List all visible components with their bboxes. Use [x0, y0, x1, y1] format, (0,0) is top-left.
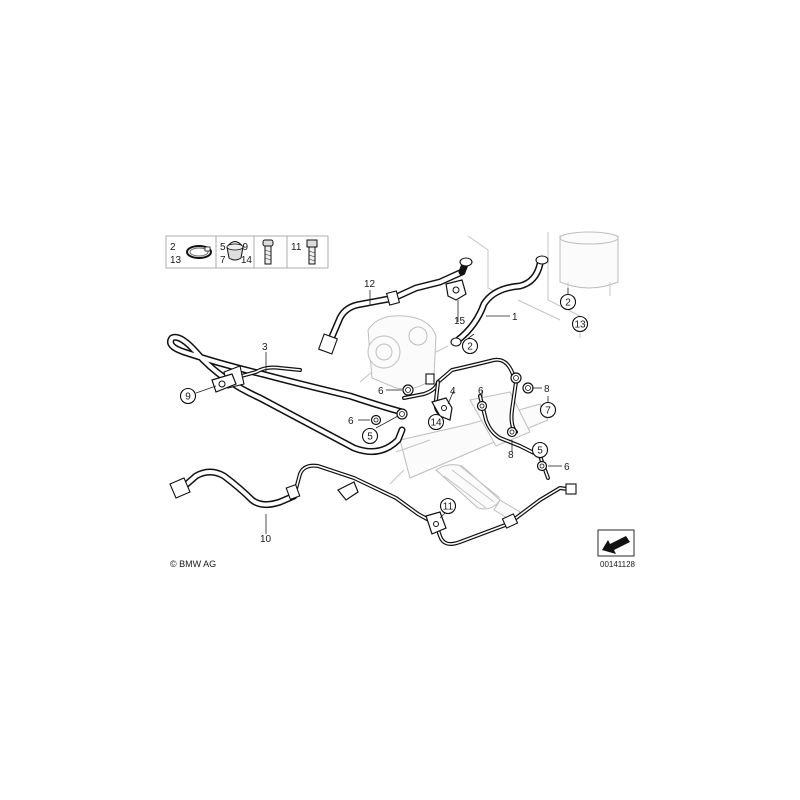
callout-2: 2 — [565, 298, 571, 309]
hex-bolt-icon — [306, 239, 318, 265]
callout-12: 12 — [364, 279, 376, 290]
hose-3 — [167, 333, 406, 456]
legend-number: 9 — [242, 242, 248, 253]
callout-6: 6 — [478, 386, 484, 397]
steering-rack-ghost — [389, 391, 549, 523]
callout-14: 14 — [430, 418, 442, 429]
legend-number: 14 — [241, 255, 253, 266]
bracket-4 — [431, 397, 453, 421]
callout-8: 8 — [508, 450, 514, 461]
callout-11: 11 — [443, 502, 454, 513]
leader-lines — [195, 288, 569, 534]
callout-5: 5 — [367, 432, 373, 443]
bolt-icon — [262, 239, 274, 265]
callout-6: 6 — [564, 462, 570, 473]
legend-number: 5 — [220, 242, 226, 253]
callout-13: 13 — [574, 320, 586, 331]
diagram-number: 00141128 — [600, 560, 636, 569]
bolt-9 — [211, 373, 237, 393]
hose-12 — [317, 257, 473, 355]
legend-number: 11 — [291, 242, 302, 253]
callout-4: 4 — [450, 386, 456, 397]
sealing-washer-icon — [226, 241, 244, 261]
callout-6: 6 — [378, 386, 384, 397]
legend-number: 7 — [220, 255, 226, 266]
callout-6: 6 — [348, 416, 354, 427]
arrow-icon — [597, 529, 635, 557]
callout-7: 7 — [545, 406, 551, 417]
callout-1: 1 — [512, 312, 518, 323]
legend-number: 13 — [170, 255, 182, 266]
legend-box: 2 13 5 7 9 14 11 — [165, 235, 329, 269]
sealing-rings — [370, 372, 548, 472]
callout-5: 5 — [537, 446, 543, 457]
copyright-label: © BMW AG — [170, 559, 216, 569]
callout-8: 8 — [544, 384, 550, 395]
hose-1 — [450, 255, 549, 347]
callout-15: 15 — [454, 316, 466, 327]
reservoir-ghost — [559, 231, 619, 296]
legend-number: 2 — [170, 242, 176, 253]
callouts: 12 15 1 2 2 13 3 9 6 6 5 4 14 6 8 7 8 5 … — [179, 279, 589, 545]
callout-10: 10 — [260, 534, 272, 545]
hose-clamp-icon — [186, 245, 212, 259]
hose-10 — [169, 463, 577, 546]
callout-9: 9 — [185, 392, 191, 403]
pump-ghost — [359, 315, 449, 390]
mounting-bracket — [337, 481, 359, 501]
callout-2: 2 — [467, 342, 473, 353]
clip-15 — [445, 279, 467, 301]
callout-3: 3 — [262, 342, 268, 353]
